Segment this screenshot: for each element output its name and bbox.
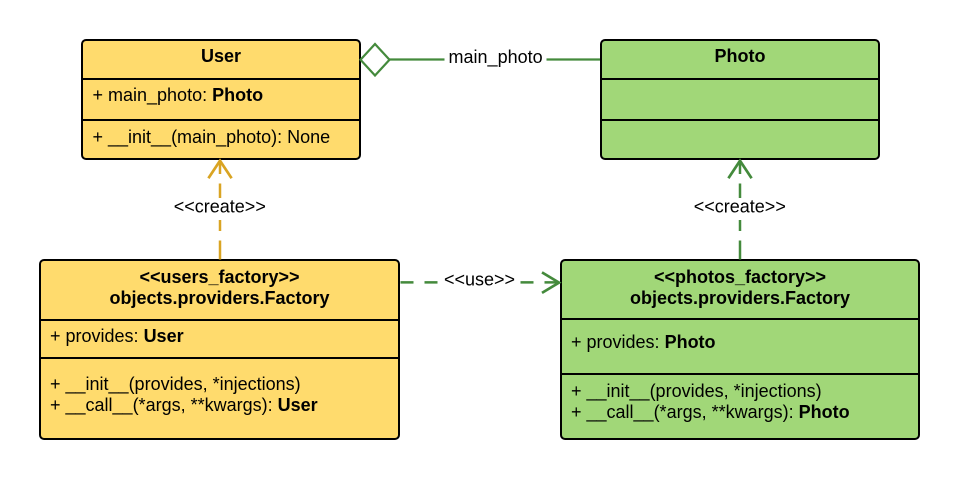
svg-text:<<create>>: <<create>> [174,197,266,217]
svg-text:<<use>>: <<use>> [444,269,515,289]
svg-text:<<create>>: <<create>> [694,197,786,217]
svg-text:main_photo: main_photo [449,47,543,68]
